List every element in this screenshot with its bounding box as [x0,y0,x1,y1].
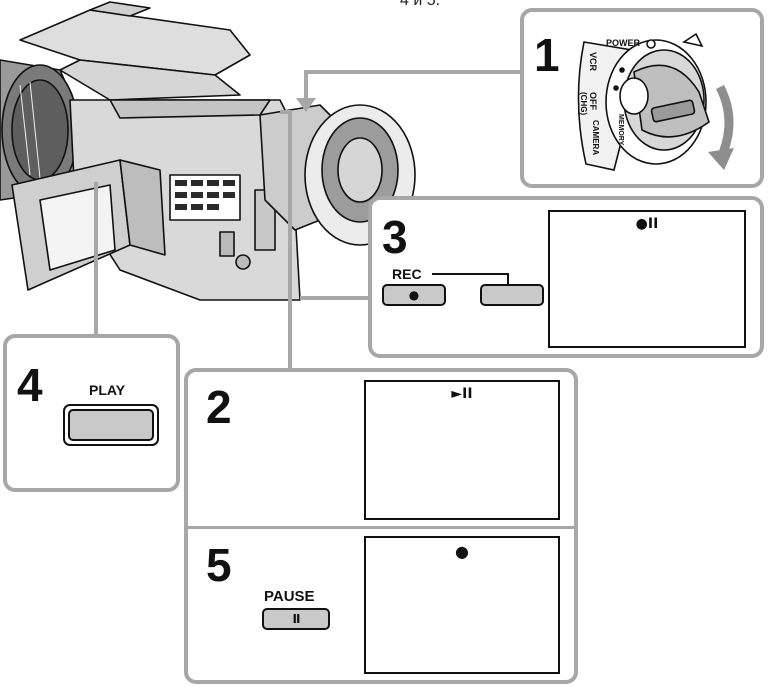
dial-label-memory: MEMORY [617,114,624,146]
step-5-screen: ● [364,536,560,674]
header-caption: 4 и 5. [400,0,441,9]
dial-label-vcr: VCR [588,52,598,72]
dial-label-camera: CAMERA [591,120,600,156]
dial-label-off: OFF [588,92,598,110]
step-4-number: 4 [17,359,43,411]
rec-label: REC [392,266,422,282]
step-3-number: 3 [382,211,408,263]
pause-symbol: II [292,612,301,626]
play-button[interactable] [63,404,159,446]
pause-button[interactable]: II [262,608,330,630]
step-1-number: 1 [534,29,560,81]
arrow-head-icon [296,98,316,112]
dial-label-power: POWER [606,38,641,48]
step-2-screen: ►II [364,380,560,520]
step-3-screen: ●II [548,210,746,348]
start-stop-button[interactable] [480,284,544,306]
step-1-panel: 1 POWER VCR OFF (CHG) CAMERA MEMORY [520,8,764,188]
play-label: PLAY [89,382,126,398]
pause-label: PAUSE [264,588,315,605]
rec-symbol: ● [408,288,420,302]
step-5-number: 5 [206,539,232,591]
step-3-panel: 3 REC ● ●II [368,196,764,358]
step-2-number: 2 [206,381,232,433]
play-button-face [68,409,154,441]
rec-bracket [432,273,509,286]
play-pause-indicator: ►II [451,386,473,402]
step-2-5-panel: 2 ►II 5 PAUSE II ● [184,368,578,684]
panel-divider [188,526,574,529]
record-indicator: ● [455,542,469,561]
power-dial-icon [577,32,734,171]
dial-label-chg: (CHG) [579,92,588,116]
step-4-panel: 4 PLAY [3,334,180,492]
rec-button[interactable]: ● [382,284,446,306]
rec-pause-indicator: ●II [635,216,659,232]
